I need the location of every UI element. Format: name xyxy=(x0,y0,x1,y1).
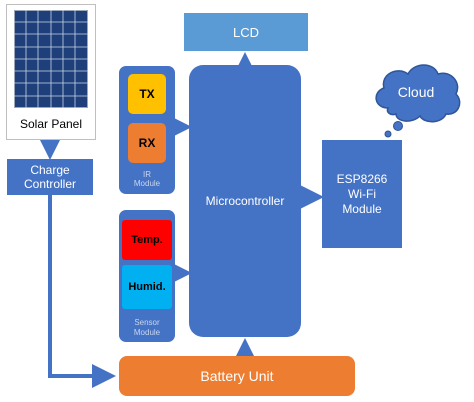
charge-controller-box: Charge Controller xyxy=(7,159,93,195)
wifi-module-label-1: ESP8266 xyxy=(336,171,388,186)
tx-block: TX xyxy=(128,74,166,114)
sensor-module-box: Temp. Humid. Sensor Module xyxy=(119,210,175,342)
wifi-module-label-2: Wi-Fi xyxy=(348,186,376,201)
ir-module-label-2: Module xyxy=(133,179,161,188)
sensor-module-label: Sensor Module xyxy=(119,318,175,338)
ir-module-label-1: IR xyxy=(143,170,151,179)
charge-to-battery-line xyxy=(48,195,116,388)
cloud-label: Cloud xyxy=(397,84,435,100)
charge-controller-label-1: Charge xyxy=(30,163,70,177)
microcontroller-box: Microcontroller xyxy=(189,65,301,337)
charge-controller-label-2: Controller xyxy=(23,177,77,191)
solar-panel: Solar Panel xyxy=(6,4,96,140)
humid-block: Humid. xyxy=(122,265,172,309)
rx-label: RX xyxy=(138,136,156,150)
sensor-module-label-2: Module xyxy=(133,328,161,337)
solar-panel-image xyxy=(14,10,88,108)
humid-label: Humid. xyxy=(128,281,166,293)
solar-panel-label: Solar Panel xyxy=(19,117,83,131)
ir-module-box: TX RX IR Module xyxy=(119,66,175,194)
tx-label: TX xyxy=(139,87,155,101)
temp-block: Temp. xyxy=(122,220,172,260)
cloud-shape: Cloud xyxy=(368,58,464,140)
cloud-icon xyxy=(375,64,461,138)
lcd-label: LCD xyxy=(232,24,259,40)
sensor-module-label-1: Sensor xyxy=(134,318,160,327)
temp-label: Temp. xyxy=(131,234,163,246)
battery-unit-label: Battery Unit xyxy=(200,368,274,384)
microcontroller-label: Microcontroller xyxy=(205,194,285,208)
rx-block: RX xyxy=(128,123,166,163)
battery-unit-box: Battery Unit xyxy=(119,356,355,396)
ir-module-label: IR Module xyxy=(119,170,175,188)
wifi-module-label-3: Module xyxy=(342,201,382,216)
wifi-module-box: ESP8266 Wi-Fi Module xyxy=(322,140,402,248)
lcd-box: LCD xyxy=(184,13,308,51)
